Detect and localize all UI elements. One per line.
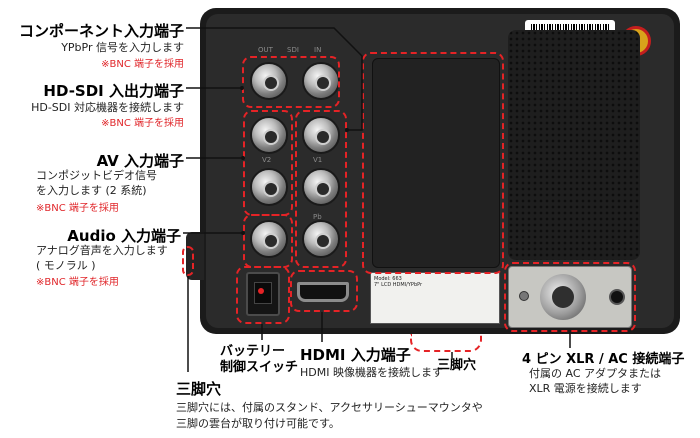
component-title: コンポーネント入力端子 bbox=[18, 22, 184, 40]
component-pb-bnc-jack[interactable] bbox=[302, 168, 340, 206]
av-bnc-jack-2[interactable] bbox=[250, 168, 288, 206]
highlight-bottom-tripod bbox=[410, 334, 482, 352]
hdsdi-title: HD-SDI 入出力端子 bbox=[43, 82, 184, 100]
ac-dc-jack[interactable] bbox=[609, 289, 625, 305]
battery-switch-title-1: バッテリー bbox=[220, 344, 286, 359]
highlight-battery-switch bbox=[236, 266, 290, 324]
battery-switch-title-2: 制御スイッチ bbox=[220, 360, 299, 375]
audio-note: ※BNC 端子を採用 bbox=[36, 277, 119, 288]
tripod-side-title: 三脚穴 bbox=[176, 380, 222, 398]
hdmi-input-port[interactable] bbox=[297, 282, 349, 302]
jack-label-in: IN bbox=[314, 46, 322, 54]
component-annotation: コンポーネント入力端子 bbox=[19, 20, 184, 41]
battery-mount-plate bbox=[372, 58, 500, 268]
rating-label-line-2: 7" LCD HDMI/YPbPr bbox=[374, 282, 423, 288]
audio-desc-line-1: アナログ音声を入力します bbox=[36, 244, 168, 257]
speaker-vent-grille bbox=[508, 30, 640, 260]
highlight-component bbox=[295, 110, 347, 268]
av-desc-line-2: を入力します (2 系統) bbox=[36, 184, 147, 197]
jack-label-v1: V1 bbox=[313, 156, 323, 164]
highlight-hdsdi bbox=[242, 56, 340, 108]
hdmi-title: HDMI 入力端子 bbox=[300, 346, 411, 364]
audio-title: Audio 入力端子 bbox=[67, 227, 181, 245]
av-note: ※BNC 端子を採用 bbox=[36, 203, 119, 214]
av-desc-line-1: コンポジットビデオ信号 bbox=[36, 169, 157, 182]
switch-indicator-dot bbox=[258, 288, 264, 294]
hdmi-desc: HDMI 映像機器を接続します bbox=[300, 366, 443, 379]
highlight-hdmi bbox=[290, 270, 358, 312]
jack-label-v2: V2 bbox=[262, 156, 272, 164]
rating-label-panel: Model: 663 7" LCD HDMI/YPbPr bbox=[370, 272, 500, 324]
av-title: AV 入力端子 bbox=[96, 152, 184, 170]
highlight-xlr bbox=[504, 262, 636, 332]
component-pr-bnc-jack[interactable] bbox=[302, 220, 340, 258]
tripod-side-desc-line-2: 三脚の雲台が取り付け可能です。 bbox=[176, 417, 340, 430]
component-y-bnc-jack[interactable] bbox=[302, 116, 340, 154]
rating-label-line-1: Model: 663 bbox=[374, 276, 402, 282]
component-desc: YPbPr 信号を入力します bbox=[61, 41, 184, 54]
xlr-desc-line-2: XLR 電源を接続します bbox=[529, 382, 642, 395]
audio-desc-line-2: ( モノラル ) bbox=[36, 259, 96, 272]
hdsdi-desc: HD-SDI 対応機器を接続します bbox=[31, 101, 184, 114]
jack-label-pb: Pb bbox=[313, 213, 322, 221]
hdsdi-note: ※BNC 端子を採用 bbox=[101, 118, 184, 129]
xlr-4pin-connector[interactable] bbox=[540, 274, 586, 320]
xlr-power-panel bbox=[508, 266, 632, 328]
tripod-bottom-title: 三脚穴 bbox=[437, 358, 477, 373]
av-bnc-jack-1[interactable] bbox=[250, 116, 288, 154]
highlight-side-tripod bbox=[182, 246, 194, 276]
xlr-title: 4 ピン XLR / AC 接続端子 bbox=[522, 352, 685, 367]
jack-label-out: OUT bbox=[258, 46, 273, 54]
screw-icon bbox=[519, 291, 529, 301]
audio-bnc-jack[interactable] bbox=[250, 220, 288, 258]
hdsdi-out-bnc-jack[interactable] bbox=[250, 62, 288, 100]
battery-control-switch[interactable] bbox=[246, 272, 280, 316]
jack-label-sdi: SDI bbox=[287, 46, 299, 54]
component-note: ※BNC 端子を採用 bbox=[101, 59, 184, 70]
highlight-battery-plate bbox=[362, 52, 504, 274]
tripod-side-desc-line-1: 三脚穴には、付属のスタンド、アクセサリーシューマウンタや bbox=[176, 401, 483, 414]
xlr-desc-line-1: 付属の AC アダプタまたは bbox=[529, 367, 662, 380]
